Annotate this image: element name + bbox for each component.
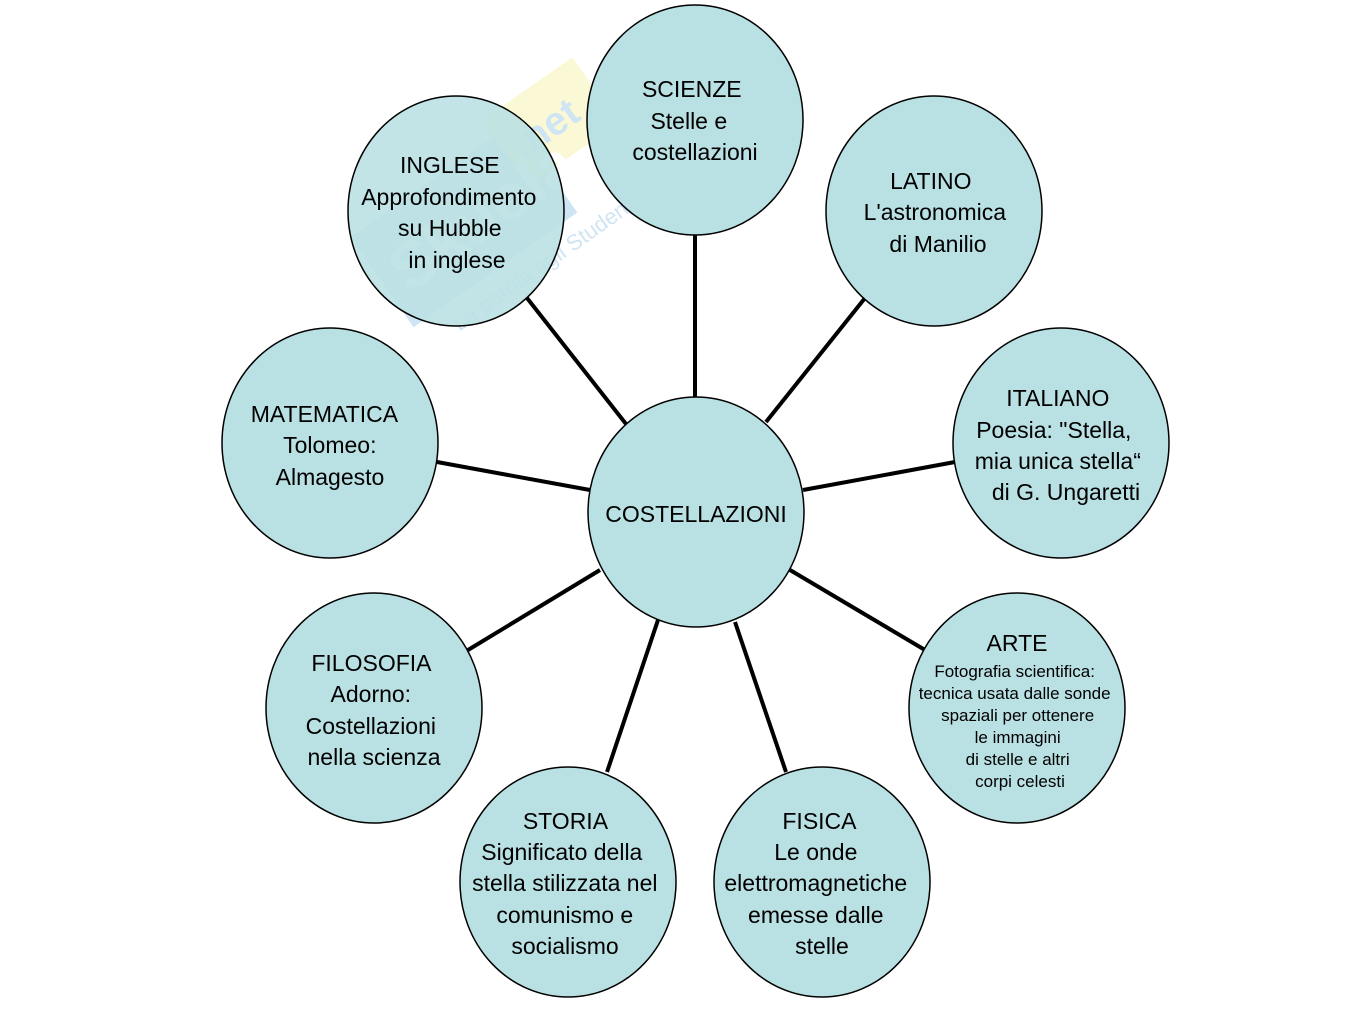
node-arte-line-1: Fotografia scientifica:: [934, 662, 1095, 681]
node-fisica-line-1: Le onde: [774, 839, 857, 865]
node-arte-line-5: di stelle e altri: [966, 750, 1070, 769]
connector-matematica: [436, 460, 591, 492]
node-arte: ARTE Fotografia scientifica: tecnica usa…: [908, 592, 1126, 824]
node-latino-title: LATINO: [890, 168, 971, 194]
node-scienze-title: SCIENZE: [642, 76, 742, 102]
node-latino: LATINO L'astronomica di Manilio: [825, 95, 1043, 327]
node-italiano-circle: [952, 327, 1170, 559]
node-scienze: SCIENZE Stelle e costellazioni: [586, 4, 804, 236]
node-inglese-line-1: Approfondimento: [361, 184, 536, 210]
node-inglese-line-3: in inglese: [408, 247, 505, 273]
node-scienze-line-1: Stelle e: [650, 108, 727, 134]
connector-italiano: [802, 460, 956, 492]
connector-filosofia: [466, 568, 602, 652]
node-italiano-line-1: Poesia: "Stella,: [976, 417, 1131, 443]
node-inglese-line-2: su Hubble: [398, 215, 502, 241]
node-fisica-text: FISICA Le onde elettromagnetiche emesse …: [724, 808, 913, 959]
node-matematica-line-1: Tolomeo:: [283, 432, 376, 458]
node-center-label: COSTELLAZIONI: [605, 501, 786, 527]
node-matematica: MATEMATICA Tolomeo: Almagesto: [221, 327, 439, 559]
node-arte-line-4: le immagini: [975, 728, 1061, 747]
node-storia-text: STORIA Significato della stella stilizza…: [472, 808, 664, 959]
node-filosofia-circle: [265, 592, 483, 824]
node-storia: STORIA Significato della stella stilizza…: [459, 766, 677, 998]
connectors: [436, 232, 956, 773]
node-inglese: INGLESE Approfondimento su Hubble in ing…: [347, 95, 565, 327]
node-italiano-text: ITALIANO Poesia: "Stella, mia unica stel…: [975, 385, 1148, 505]
node-arte-line-6: corpi celesti: [975, 772, 1065, 791]
connector-latino: [764, 296, 867, 424]
node-fisica-line-2: elettromagnetiche: [724, 870, 907, 896]
node-center-circle: [587, 396, 805, 628]
node-arte-line-3: spaziali per ottenere: [941, 706, 1094, 725]
node-arte-title-text: ARTE: [987, 630, 1048, 656]
node-storia-line-3: comunismo e: [496, 902, 633, 928]
node-arte-body: Fotografia scientifica: tecnica usata da…: [919, 662, 1116, 791]
node-matematica-text: MATEMATICA Tolomeo: Almagesto: [251, 401, 404, 490]
node-filosofia-line-2: Costellazioni: [306, 713, 436, 739]
node-inglese-title: INGLESE: [400, 152, 500, 178]
node-scienze-line-2: costellazioni: [632, 139, 757, 165]
node-italiano: ITALIANO Poesia: "Stella, mia unica stel…: [952, 327, 1170, 559]
node-storia-title: STORIA: [523, 808, 609, 834]
node-inglese-text: INGLESE Approfondimento su Hubble in ing…: [361, 152, 543, 273]
node-matematica-circle: [221, 327, 439, 559]
node-filosofia-title: FILOSOFIA: [311, 650, 432, 676]
node-fisica-line-4: stelle: [795, 933, 849, 959]
node-filosofia-line-3: nella scienza: [308, 744, 441, 770]
node-latino-line-1: L'astronomica: [864, 199, 1007, 225]
connector-arte: [788, 568, 927, 652]
node-scienze-circle: [586, 4, 804, 236]
node-matematica-line-2: Almagesto: [276, 464, 385, 490]
node-filosofia-line-1: Adorno:: [331, 681, 412, 707]
connector-fisica: [733, 621, 788, 773]
node-fisica-circle: [713, 766, 931, 998]
connector-inglese: [525, 296, 628, 426]
node-fisica: FISICA Le onde elettromagnetiche emesse …: [713, 766, 931, 998]
node-storia-line-1: Significato della: [481, 839, 642, 865]
node-filosofia: FILOSOFIA Adorno: Costellazioni nella sc…: [265, 592, 483, 824]
node-italiano-line-2: mia unica stella“: [975, 448, 1141, 474]
node-latino-circle: [825, 95, 1043, 327]
node-matematica-title: MATEMATICA: [251, 401, 399, 427]
node-scienze-text: SCIENZE Stelle e costellazioni: [632, 76, 757, 165]
node-italiano-line-3: di G. Ungaretti: [992, 479, 1140, 505]
connector-storia: [605, 619, 660, 773]
node-arte-line-2: tecnica usata dalle sonde: [919, 684, 1111, 703]
node-filosofia-text: FILOSOFIA Adorno: Costellazioni nella sc…: [306, 650, 443, 770]
node-arte-circle: [908, 592, 1126, 824]
node-arte-title: ARTE: [987, 630, 1048, 656]
node-storia-circle: [459, 766, 677, 998]
node-latino-line-2: di Manilio: [889, 231, 986, 257]
node-italiano-title: ITALIANO: [1006, 385, 1109, 411]
node-latino-text: LATINO L'astronomica di Manilio: [864, 168, 1013, 257]
node-fisica-title: FISICA: [782, 808, 857, 834]
node-storia-line-2: stella stilizzata nel: [472, 870, 657, 896]
node-inglese-circle: [347, 95, 565, 327]
node-storia-line-4: socialismo: [511, 933, 618, 959]
node-center: COSTELLAZIONI: [587, 396, 805, 628]
node-fisica-line-3: emesse dalle: [748, 902, 884, 928]
